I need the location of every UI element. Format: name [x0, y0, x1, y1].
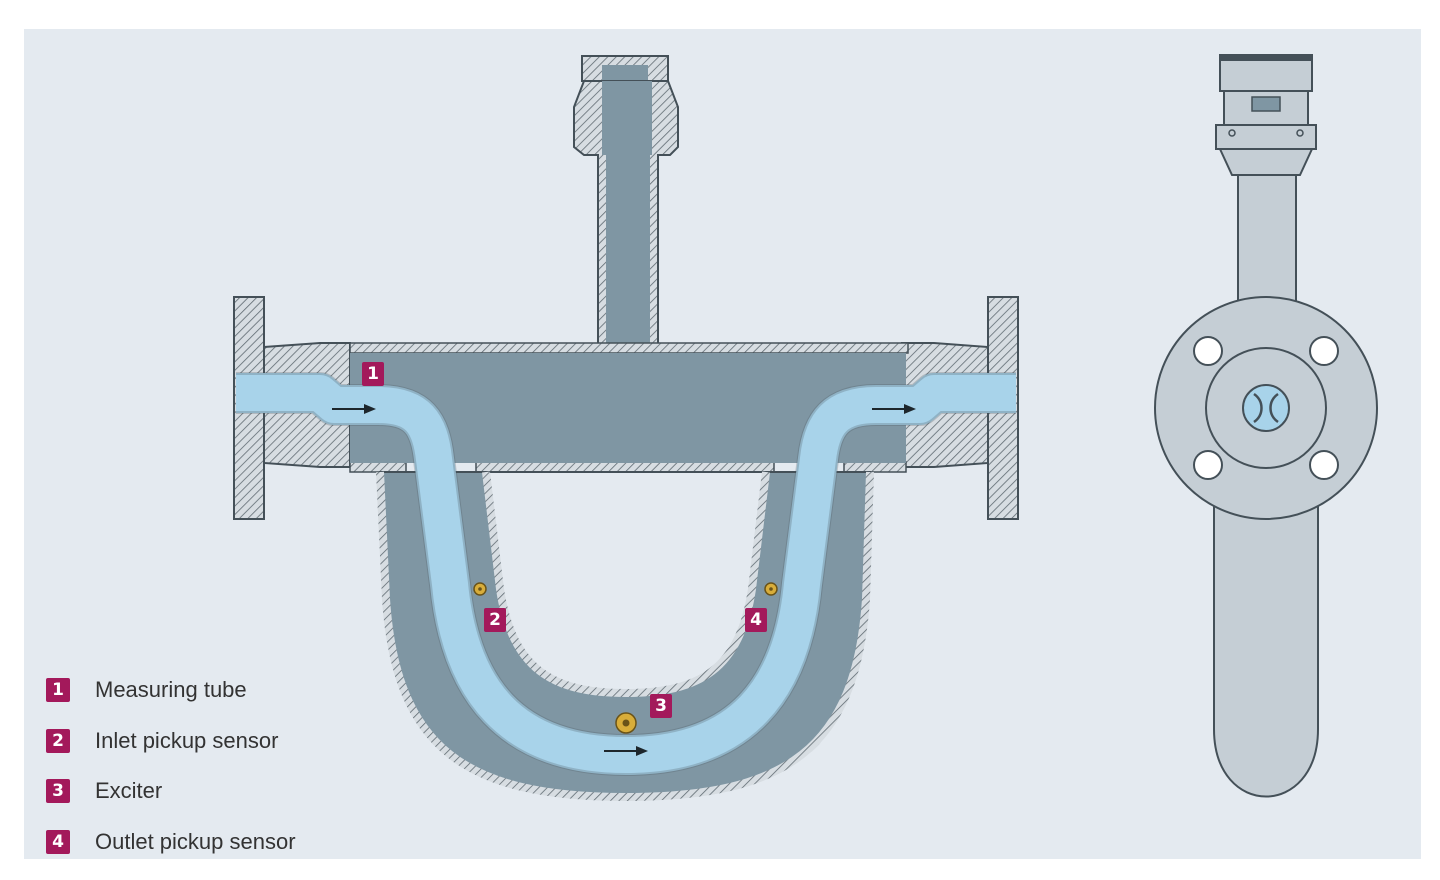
legend-label: Outlet pickup sensor: [95, 828, 296, 854]
bolt-hole: [1309, 336, 1339, 366]
legend-badge: 3: [46, 779, 70, 804]
flowmeter-cross-section: [233, 55, 1019, 802]
flowmeter-side-view: [1154, 54, 1378, 798]
side-neck: [1237, 174, 1297, 306]
legend-item: 4 Outlet pickup sensor: [46, 817, 296, 860]
flow-arrow-inlet: [332, 404, 376, 414]
callout-exciter: 3: [650, 694, 672, 718]
flow-arrow-bottom: [604, 746, 648, 756]
side-housing: [1213, 488, 1319, 798]
legend-badge: 2: [46, 728, 70, 753]
legend-label: Exciter: [95, 778, 163, 804]
legend: 1 Measuring tube 2 Inlet pickup sensor 3…: [46, 665, 296, 859]
bolt-hole: [1193, 336, 1223, 366]
flow-arrow-outlet: [872, 404, 916, 414]
legend-badge: 4: [46, 829, 70, 854]
legend-item: 3 Exciter: [46, 766, 296, 817]
bolt-hole: [1309, 450, 1339, 480]
callout-inlet-pickup-sensor: 2: [484, 608, 506, 632]
callout-outlet-pickup-sensor: 4: [745, 608, 767, 632]
bolt-hole: [1193, 450, 1223, 480]
side-bore: [1242, 384, 1290, 432]
legend-label: Inlet pickup sensor: [95, 727, 279, 753]
legend-item: 2 Inlet pickup sensor: [46, 716, 296, 767]
legend-badge: 1: [46, 678, 70, 703]
callout-measuring-tube: 1: [362, 362, 384, 386]
legend-item: 1 Measuring tube: [46, 665, 296, 716]
legend-label: Measuring tube: [95, 677, 247, 703]
housing-top-wall: [349, 342, 909, 354]
coriolis-flowmeter-diagram: [233, 54, 1378, 802]
diagram-panel: 1 2 3 4 1 Measuring tube 2 Inlet pickup …: [24, 29, 1421, 859]
